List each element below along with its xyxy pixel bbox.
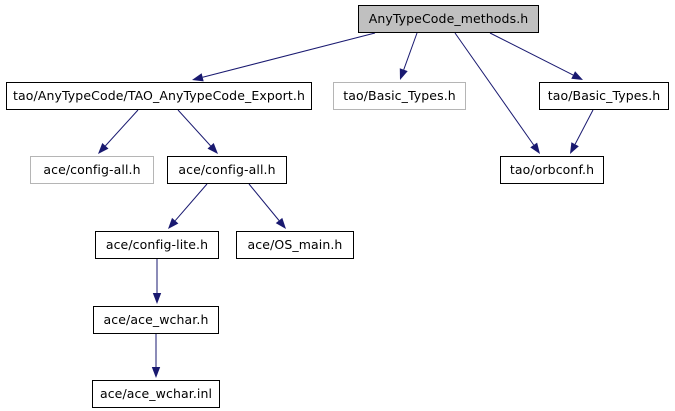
graph-node-root[interactable]: AnyTypeCode_methods.h [358, 5, 539, 33]
edge-root-to-basic_types_left [399, 32, 418, 80]
graph-node-config_lite[interactable]: ace/config-lite.h [95, 231, 219, 259]
edge-line [574, 109, 594, 145]
edge-line [454, 32, 535, 146]
graph-node-os_main[interactable]: ace/OS_main.h [236, 231, 354, 259]
graph-node-basic_types_right[interactable]: tao/Basic_Types.h [539, 82, 669, 110]
edge-config_all_right-to-config_lite [168, 183, 208, 229]
graph-node-label: ace/OS_main.h [247, 236, 343, 252]
edge-basic_types_right-to-orbconf [570, 109, 594, 154]
arrowhead-icon [98, 143, 109, 154]
edge-line [174, 183, 208, 222]
arrowhead-icon [570, 142, 579, 154]
graph-node-label: tao/Basic_Types.h [343, 87, 456, 103]
graph-node-label: tao/Basic_Types.h [547, 87, 661, 103]
graph-node-basic_types_left[interactable]: tao/Basic_Types.h [333, 82, 466, 110]
graph-node-config_all_left[interactable]: ace/config-all.h [30, 156, 154, 184]
graph-node-label: tao/orbconf.h [509, 161, 595, 177]
edge-line [248, 183, 280, 221]
edge-config_lite-to-ace_wchar_h [152, 259, 162, 304]
edge-ace_wchar_h-to-ace_wchar_inl [151, 334, 161, 378]
edge-export-to-config_all_left [98, 109, 139, 154]
arrowhead-icon [151, 367, 161, 378]
edge-line [489, 32, 574, 76]
arrowhead-icon [571, 71, 583, 80]
edge-line [202, 32, 376, 78]
edge-config_all_right-to-os_main [248, 183, 286, 229]
arrowhead-icon [207, 143, 218, 154]
graph-node-label: ace/config-all.h [43, 161, 141, 177]
edge-root-to-orbconf [454, 32, 540, 154]
graph-node-label: ace/ace_wchar.inl [99, 385, 213, 401]
graph-node-label: tao/AnyTypeCode/TAO_AnyTypeCode_Export.h [13, 87, 305, 103]
arrowhead-icon [275, 217, 286, 229]
edge-line [403, 32, 418, 70]
edge-root-to-basic_types_right [489, 32, 583, 80]
graph-node-export[interactable]: tao/AnyTypeCode/TAO_AnyTypeCode_Export.h [6, 82, 312, 110]
graph-node-config_all_right[interactable]: ace/config-all.h [167, 156, 287, 184]
arrowhead-icon [168, 217, 179, 229]
edge-line [105, 109, 139, 147]
graph-node-label: ace/config-all.h [178, 161, 276, 177]
arrowhead-icon [530, 142, 540, 154]
arrowhead-icon [192, 73, 204, 82]
graph-node-label: AnyTypeCode_methods.h [368, 10, 529, 26]
graph-node-orbconf[interactable]: tao/orbconf.h [500, 156, 604, 184]
edge-line [177, 109, 211, 147]
arrowhead-icon [152, 293, 162, 304]
graph-node-label: ace/ace_wchar.h [103, 311, 209, 327]
graph-node-label: ace/config-lite.h [105, 236, 209, 252]
edge-root-to-export [192, 32, 376, 82]
graph-node-ace_wchar_h[interactable]: ace/ace_wchar.h [93, 306, 219, 334]
graph-node-ace_wchar_inl[interactable]: ace/ace_wchar.inl [92, 380, 220, 408]
arrowhead-icon [399, 68, 408, 80]
edge-export-to-config_all_right [177, 109, 218, 154]
